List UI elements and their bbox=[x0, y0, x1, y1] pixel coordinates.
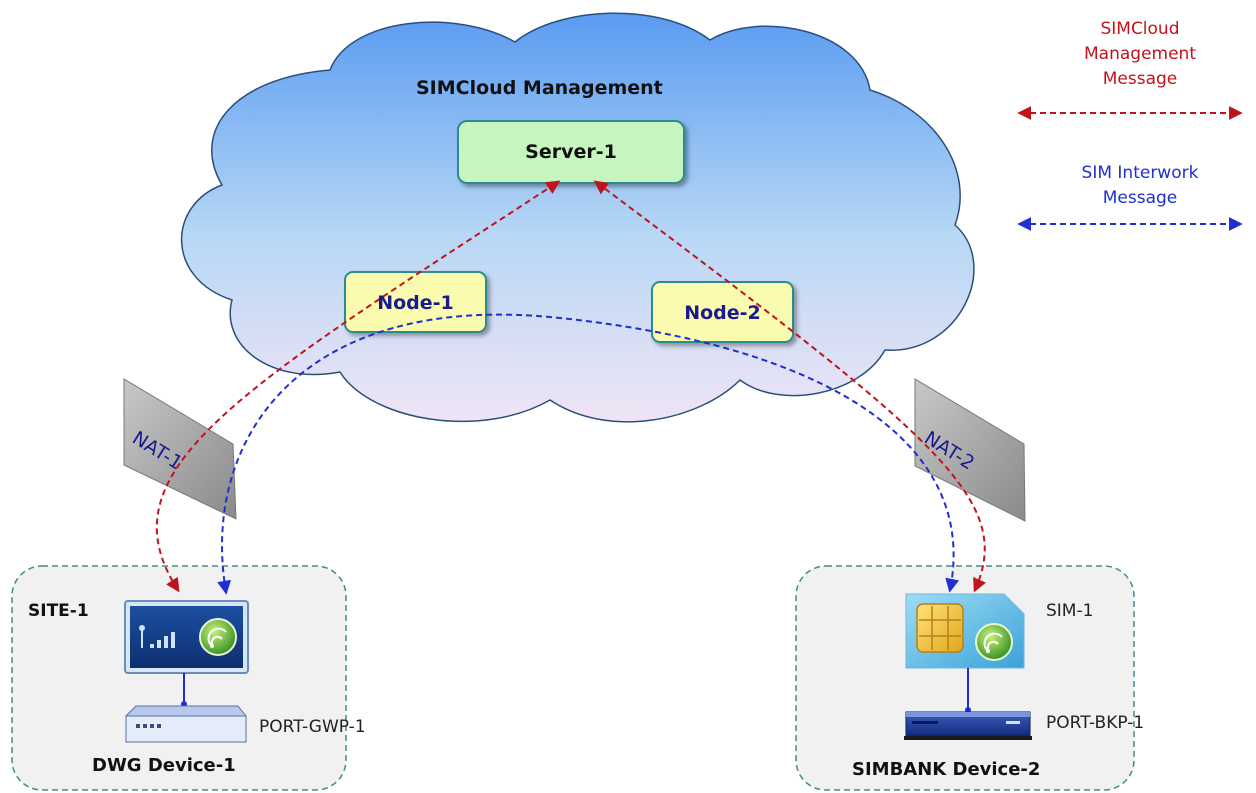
dwg-gateway-icon bbox=[124, 600, 249, 674]
dwg-device-label: DWG Device-1 bbox=[92, 755, 236, 776]
interwork-link-site1-site2 bbox=[217, 313, 960, 595]
mgmt-link-node1-server bbox=[155, 180, 561, 593]
gwp-port-device-icon bbox=[124, 705, 248, 743]
legend-management-line1: SIMCloud bbox=[1100, 19, 1180, 39]
simbank-device-label: SIMBANK Device-2 bbox=[852, 759, 1041, 780]
sim-1-label: SIM-1 bbox=[1046, 601, 1094, 621]
site-1-boundary bbox=[11, 565, 347, 791]
port-gwp-label: PORT-GWP-1 bbox=[259, 717, 366, 737]
port-bkp-label: PORT-BKP-1 bbox=[1046, 713, 1145, 733]
legend-management-line2: Management bbox=[1084, 44, 1196, 64]
site-2-boundary bbox=[795, 565, 1135, 791]
legend-management-line3: Message bbox=[1102, 69, 1178, 89]
sim-card-icon bbox=[905, 593, 1025, 669]
legend-interwork-line2: Message bbox=[1102, 188, 1178, 208]
node-2-label: Node-2 bbox=[684, 302, 761, 324]
server-label: Server-1 bbox=[525, 141, 617, 163]
site-1-label: SITE-1 bbox=[28, 601, 89, 621]
legend-interwork-text: SIM Interwork Message bbox=[1030, 161, 1250, 211]
cloud-title: SIMCloud Management bbox=[416, 77, 663, 99]
node-1-label: Node-1 bbox=[377, 292, 454, 314]
legend-interwork-line1: SIM Interwork bbox=[1081, 163, 1199, 183]
management-cloud bbox=[180, 12, 975, 423]
bkp-port-device-icon bbox=[904, 711, 1032, 740]
server-box bbox=[457, 120, 685, 184]
mgmt-link-node2-server bbox=[593, 180, 986, 593]
legend-management-text: SIMCloud Management Message bbox=[1050, 17, 1230, 92]
